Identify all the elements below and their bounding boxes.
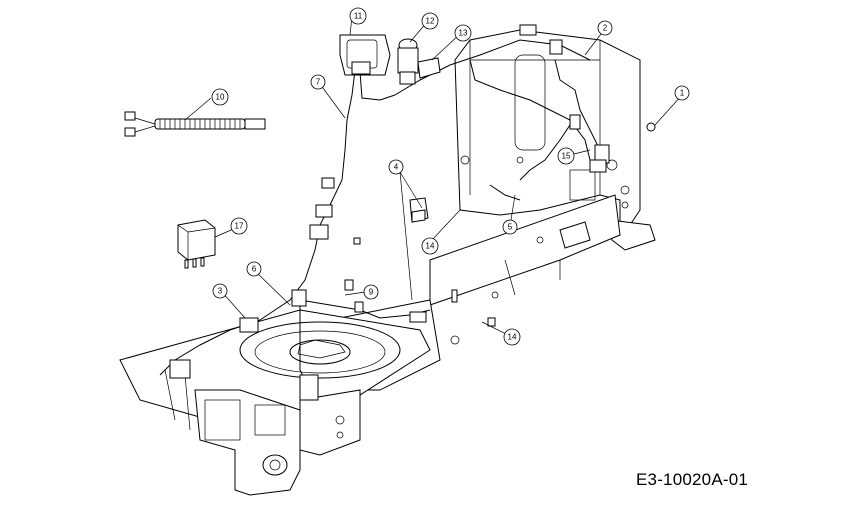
- callout-7-circle: [310, 74, 326, 90]
- callout-15: 15: [562, 152, 571, 161]
- callout-5: 5: [508, 223, 513, 232]
- callouts: 1 2 3 4 5 6 7 9 10 11 12 13 14 14 15 17: [184, 7, 690, 346]
- callout-14a: 14: [426, 242, 435, 251]
- callout-5-circle: [502, 219, 518, 235]
- callout-14b-circle: [503, 328, 521, 346]
- wire-harness: [159, 24, 610, 401]
- callout-12-circle: [421, 12, 439, 30]
- part-17-relay: [177, 219, 216, 269]
- callout-15-circle: [557, 147, 575, 165]
- part-14-clip: [409, 197, 429, 223]
- callout-4: 4: [394, 163, 399, 172]
- callout-17: 17: [235, 222, 244, 231]
- part-10-wire-loom: [124, 111, 266, 137]
- callout-11: 11: [354, 12, 363, 21]
- callout-1: 1: [680, 89, 685, 98]
- callout-9: 9: [369, 288, 374, 297]
- part-13-bracket: [417, 57, 441, 79]
- callout-1-circle: [674, 85, 690, 101]
- callout-14a-circle: [421, 237, 439, 255]
- callout-13-circle: [454, 24, 472, 42]
- callout-9-circle: [363, 284, 379, 300]
- callout-3-circle: [212, 283, 228, 299]
- callout-13: 13: [459, 29, 468, 38]
- callout-2: 2: [603, 24, 608, 33]
- callout-10-circle: [211, 88, 229, 106]
- reference-code: E3-10020A-01: [636, 470, 749, 489]
- callout-7: 7: [316, 78, 321, 87]
- callout-17-circle: [230, 217, 248, 235]
- callout-4-circle: [388, 159, 404, 175]
- callout-6-circle: [246, 261, 262, 277]
- callout-6: 6: [252, 265, 257, 274]
- part-12-key-switch: [397, 38, 419, 85]
- callout-10: 10: [216, 93, 225, 102]
- callout-14b: 14: [508, 333, 517, 342]
- frame-assembly: [119, 29, 656, 496]
- part-11-housing: [339, 34, 391, 76]
- callout-11-circle: [349, 7, 367, 25]
- part-1-nut: [646, 122, 656, 132]
- callout-2-circle: [597, 20, 613, 36]
- callout-12: 12: [426, 17, 435, 26]
- hardware-bolts: [344, 237, 496, 327]
- callout-3: 3: [218, 287, 223, 296]
